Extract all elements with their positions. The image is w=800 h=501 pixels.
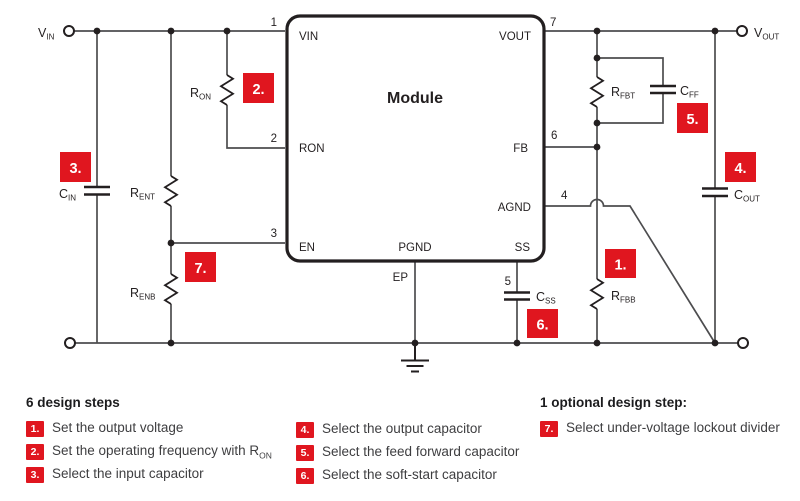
legend-header-design-steps: 6 design steps (26, 395, 120, 410)
pin-number-6: 6 (551, 130, 557, 142)
resistor-rfbb (589, 278, 605, 310)
capacitor-cin (84, 185, 110, 196)
wires (74, 30, 738, 344)
module-box (285, 14, 546, 263)
rent-label: RENT (130, 186, 155, 202)
capacitor-cff (650, 84, 676, 95)
badge-step-1: 1. (605, 249, 636, 278)
svg-text:6.: 6. (536, 318, 548, 334)
pin-number-3: 3 (271, 228, 277, 240)
legend-column-optional: 1 optional design step: 7. Select under-… (540, 395, 780, 440)
resistor-renb (163, 273, 179, 305)
pin-number-7: 7 (550, 17, 556, 29)
step-badge-6: 6. (296, 467, 314, 484)
circuit-schematic: Module VIN VOUT RON FB AGND EN PGND SS E… (38, 14, 779, 373)
step-badge-3: 3. (26, 466, 44, 483)
terminals (63, 25, 749, 349)
pin-label-vout: VOUT (499, 31, 531, 43)
ground-symbol (401, 343, 429, 373)
gnd-right-terminal (737, 337, 749, 349)
ron-branch-wire (226, 31, 285, 149)
pin-label-en: EN (299, 242, 315, 254)
step-badges: 2. 3. 7. 5. 4. 1. (60, 73, 756, 338)
step-badge-7: 7. (540, 420, 558, 437)
rfbb-label: RFBB (611, 289, 636, 305)
pin-numbers: 1 2 3 7 6 4 5 (271, 17, 568, 288)
resistor-rfbt (589, 76, 605, 108)
badge-step-6: 6. (527, 309, 558, 338)
module-pin-labels: VIN VOUT RON FB AGND EN PGND SS EP (299, 31, 531, 284)
step-label-1: Set the output voltage (52, 419, 184, 435)
pin-label-vin: VIN (299, 31, 318, 43)
component-labels: VIN VOUT CIN RENT RENB RON CSS RFBT CFF … (38, 26, 779, 306)
step-label-7: Select under-voltage lockout divider (566, 419, 780, 435)
legend-step-7: 7. Select under-voltage lockout divider (540, 417, 780, 440)
cff-label: CFF (680, 84, 699, 100)
vin-label: VIN (38, 26, 55, 42)
svg-text:7.: 7. (194, 261, 206, 277)
resistor-rent (163, 175, 179, 207)
vout-label: VOUT (754, 26, 779, 42)
step-badge-5: 5. (296, 444, 314, 461)
svg-text:4.: 4. (734, 161, 746, 177)
pin-number-2: 2 (271, 133, 277, 145)
step-label-2: Set the operating frequency with RON (52, 442, 272, 461)
step-label-3: Select the input capacitor (52, 465, 204, 481)
svg-text:1.: 1. (614, 258, 626, 274)
rfbt-label: RFBT (611, 85, 635, 101)
capacitor-cout (702, 187, 728, 198)
pin-label-agnd: AGND (498, 202, 531, 214)
vin-terminal (63, 25, 75, 37)
module-title: Module (387, 90, 443, 107)
legend-step-4: 4. Select the output capacitor (296, 418, 519, 441)
step-badge-4: 4. (296, 421, 314, 438)
pin-label-fb: FB (513, 143, 528, 155)
pin-label-pgnd: PGND (398, 242, 431, 254)
badge-step-2: 2. (243, 73, 274, 103)
step-label-6: Select the soft-start capacitor (322, 466, 497, 482)
cff-loop-wire (597, 57, 664, 124)
step-badge-2: 2. (26, 443, 44, 460)
step-badge-1: 1. (26, 420, 44, 437)
badge-step-3: 3. (60, 152, 91, 182)
cout-label: COUT (734, 188, 760, 204)
badge-step-7: 7. (185, 252, 216, 282)
pin-label-ss: SS (515, 242, 531, 254)
cin-label: CIN (59, 187, 76, 203)
legend-column-required-1: 6 design steps 1. Set the output voltage… (26, 395, 272, 486)
pin-number-5: 5 (505, 276, 511, 288)
badge-step-4: 4. (725, 152, 756, 182)
badge-step-5: 5. (677, 103, 708, 133)
pin-number-1: 1 (271, 17, 277, 29)
legend-step-2: 2. Set the operating frequency with RON (26, 440, 272, 463)
svg-text:2.: 2. (252, 82, 264, 98)
resistor-ron (219, 74, 235, 106)
legend-header-optional-step: 1 optional design step: (540, 395, 688, 410)
resistors (163, 74, 605, 310)
step-label-5: Select the feed forward capacitor (322, 443, 520, 459)
capacitors (84, 84, 728, 301)
pin-label-ron: RON (299, 143, 325, 155)
legend-step-1: 1. Set the output voltage (26, 417, 272, 440)
legend-step-6: 6. Select the soft-start capacitor (296, 464, 519, 487)
legend-step-3: 3. Select the input capacitor (26, 463, 272, 486)
junction-dots (93, 27, 719, 347)
pin-number-4: 4 (561, 190, 568, 202)
step-label-4: Select the output capacitor (322, 420, 482, 436)
agnd-wire (545, 198, 716, 344)
capacitor-css (504, 291, 530, 301)
css-label: CSS (536, 290, 556, 306)
svg-text:3.: 3. (69, 161, 81, 177)
renb-label: RENB (130, 286, 155, 302)
ron-label: RON (190, 86, 211, 102)
legend-column-required-2: 4. Select the output capacitor 5. Select… (296, 418, 519, 487)
gnd-left-terminal (64, 337, 76, 349)
svg-text:5.: 5. (686, 112, 698, 128)
legend-step-5: 5. Select the feed forward capacitor (296, 441, 519, 464)
vout-terminal (736, 25, 748, 37)
pin-label-ep: EP (393, 272, 409, 284)
